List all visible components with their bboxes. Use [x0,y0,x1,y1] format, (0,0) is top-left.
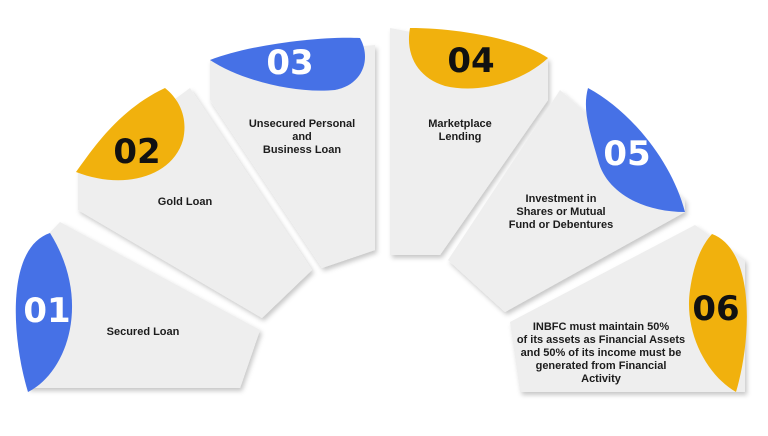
segment-03-tab [210,37,366,91]
segment-01-number: 01 [23,291,70,331]
segment-05-label-line: Investment in [525,193,597,205]
segment-02-label-line: Gold Loan [157,196,213,208]
segment-06-label-line: generated from Financial [535,360,667,372]
segment-01-tab [15,233,73,392]
segment-02: 02 [76,88,312,318]
segment-04-number: 04 [447,41,494,81]
segment-03-label: Unsecured Personal and Business Loan [232,118,372,157]
segment-04-label-line: Lending [438,131,482,143]
segment-05-label: Investment in Shares or Mutual Fund or D… [496,193,626,232]
segment-04-label-line: Marketplace [428,118,492,130]
segment-06: 06 [510,225,747,392]
segment-04-panel [390,28,548,255]
segment-06-label-line: and 50% of its income must be [520,347,682,359]
segment-01-label: Secured Loan [88,326,198,339]
segment-01: 01 [15,222,260,392]
segment-04: 04 [390,28,548,255]
segment-05-label-line: Shares or Mutual [516,206,606,218]
segment-06-tab [688,234,747,392]
segment-03: 03 [210,37,375,268]
segment-02-tab [76,88,185,181]
segment-03-label-line: Business Loan [262,144,342,156]
segment-06-panel [510,225,745,392]
segment-05-label-line: Fund or Debentures [508,219,614,231]
segment-01-label-line: Secured Loan [106,326,180,338]
segment-06-label-line: INBFC must maintain 50% [532,321,670,333]
segment-03-panel [210,45,375,268]
segment-05-number: 05 [603,134,650,174]
segment-05-panel [448,90,685,312]
segment-02-label: Gold Loan [135,196,235,209]
segment-03-label-line: Unsecured Personal [248,118,356,130]
segment-04-tab [408,28,548,89]
segment-04-label: Marketplace Lending [410,118,510,144]
segment-06-label-line: of its assets as Financial Assets [516,334,686,346]
segment-06-label: INBFC must maintain 50% of its assets as… [498,321,704,386]
segment-05: 05 [448,88,685,312]
segment-06-number: 06 [692,289,739,329]
segment-03-number: 03 [266,43,313,83]
segment-06-label-line: Activity [581,373,621,385]
segment-02-number: 02 [113,132,160,172]
segment-05-tab [585,88,685,212]
segment-01-panel [28,222,260,388]
segment-03-label-line: and [292,131,312,143]
